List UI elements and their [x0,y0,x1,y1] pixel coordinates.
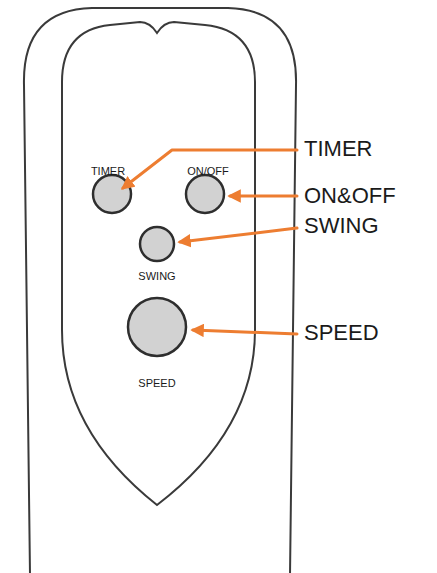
leader-arrow [123,150,297,188]
callout-label: SWING [304,215,379,237]
callout-label: SPEED [304,322,379,344]
button-label: ON/OFF [187,166,229,177]
leader-arrow [180,228,297,242]
button-label: SPEED [138,378,175,389]
leader-arrow [193,330,297,334]
button-panel [62,22,255,505]
button-label: SWING [138,271,175,282]
remote-body [24,8,296,573]
timer-button [93,175,131,213]
button-label: TIMER [91,166,125,177]
callout-label: ON&OFF [304,185,396,207]
leader-arrow [230,195,297,198]
power-button [186,175,224,213]
swing-button [140,227,174,261]
callout-label: TIMER [304,138,372,160]
speed-button [128,298,186,356]
